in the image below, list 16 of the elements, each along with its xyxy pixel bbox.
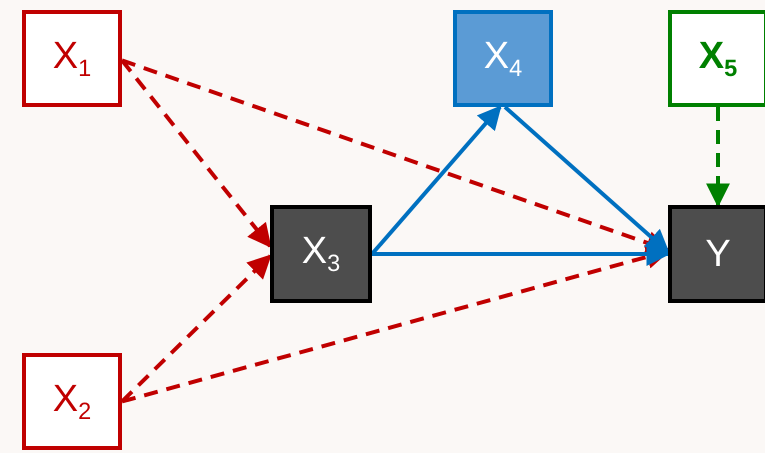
variable-label: X$_{1}$ — [52, 36, 92, 80]
variable-label: X$_{4}$ — [484, 36, 522, 80]
arrow — [504, 106, 670, 254]
variable-label: X$_{3}$ — [302, 232, 340, 276]
variable-box — [22, 353, 122, 450]
arrow — [372, 242, 670, 266]
variable-box — [453, 10, 553, 107]
arrow — [121, 58, 670, 254]
variable-box — [668, 205, 765, 303]
arrow — [706, 107, 730, 208]
variable-box — [270, 205, 372, 303]
variable-label: X$_{5}$ — [698, 36, 738, 80]
variable-box — [22, 10, 122, 107]
variable-label: Y — [705, 235, 731, 273]
variable-label: X$_{2}$ — [52, 380, 92, 424]
variable-box — [668, 10, 765, 107]
